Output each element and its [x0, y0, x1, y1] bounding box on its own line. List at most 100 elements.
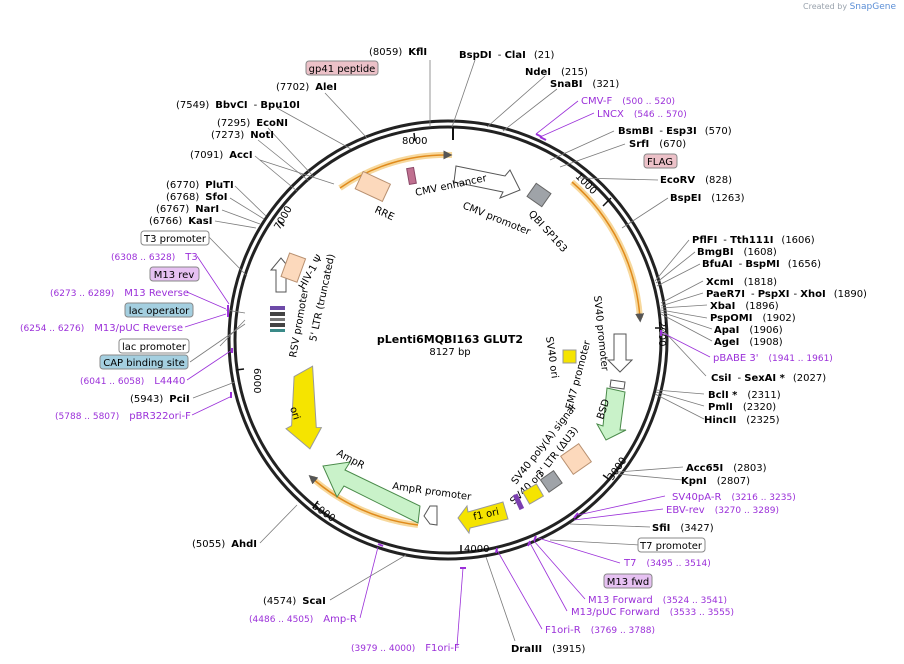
sv40-ori-inner-feature: [562, 349, 577, 364]
svg-text:F1ori-R(3769 .. 3788): F1ori-R(3769 .. 3788): [545, 625, 655, 636]
rsv-promoter-label: RSV promoter: [288, 287, 311, 358]
svg-text:(6766)KasI: (6766)KasI: [149, 216, 212, 227]
primer-t3: T3: [184, 252, 197, 263]
site-pluti: PluTI: [205, 180, 233, 191]
svg-text:(5943)PciI: (5943)PciI: [130, 394, 190, 405]
svg-text:(7273)NotI: (7273)NotI: [211, 130, 274, 141]
site-draiii: DraIII: [511, 644, 542, 655]
svg-text:PmlI(2320): PmlI(2320): [708, 402, 776, 413]
svg-text:(5055)AhdI: (5055)AhdI: [192, 539, 257, 550]
svg-text:BspEI(1263): BspEI(1263): [670, 193, 745, 204]
cap-binding-site-box: CAP binding site: [103, 358, 185, 369]
site-bspei: BspEI: [670, 193, 701, 204]
f1-ori-label: f1 ori: [472, 507, 500, 523]
svg-text:SnaBI(321): SnaBI(321): [550, 79, 619, 90]
primer-m13-forward: M13 Forward: [588, 595, 653, 606]
svg-text:LNCX(546 .. 570): LNCX(546 .. 570): [597, 109, 687, 120]
ori-label: ori: [287, 406, 301, 422]
svg-text:(8059)KflI: (8059)KflI: [369, 47, 427, 58]
svg-text:SrfI(670): SrfI(670): [629, 139, 686, 150]
sv40-polya-feature: [539, 469, 563, 493]
primer-cmv-f: CMV-F: [581, 96, 612, 107]
svg-text:PaeR7I- PspXI- XhoI(1890): PaeR7I- PspXI- XhoI(1890): [706, 289, 867, 300]
site-sfoi: SfoI: [205, 192, 227, 203]
site-kfli: KflI: [408, 47, 427, 58]
sv40-ori2-marker: [512, 493, 525, 511]
gp41-marker: [406, 166, 417, 185]
svg-text:(7549)BbvCI- Bpu10I: (7549)BbvCI- Bpu10I: [176, 100, 300, 111]
site-scai: ScaI: [302, 596, 326, 607]
svg-text:BclI *(2311): BclI *(2311): [708, 390, 781, 401]
svg-text:(5788 .. 5807)pBR322ori-F: (5788 .. 5807)pBR322ori-F: [55, 411, 191, 422]
primer-f1ori-f: F1ori-F: [425, 643, 460, 654]
site-hincii: HincII: [704, 415, 736, 426]
site-xcmi: XcmI: [706, 277, 734, 288]
svg-text:(7702)AleI: (7702)AleI: [276, 82, 337, 93]
primer-sv40pa-r: SV40pA-R: [672, 492, 721, 503]
backbone-inner-circle: [233, 125, 663, 555]
svg-text:(4574)ScaI: (4574)ScaI: [263, 596, 326, 607]
tick-marks: [235, 132, 663, 553]
f1-ori-feature: [457, 501, 509, 535]
svg-text:(6770)PluTI: (6770)PluTI: [166, 180, 234, 191]
svg-text:(4486 .. 4505)Amp-R: (4486 .. 4505)Amp-R: [249, 614, 357, 625]
ltr5-feature: [280, 252, 307, 283]
cmv-enhancer-feature: [453, 165, 521, 199]
svg-text:EcoRV(828): EcoRV(828): [660, 175, 732, 186]
site-srfi: SrfI: [629, 139, 649, 150]
svg-text:M13 Forward(3524 .. 3541): M13 Forward(3524 .. 3541): [588, 595, 727, 606]
site-pspomi: PspOMI: [710, 313, 752, 324]
svg-text:NdeI(215): NdeI(215): [525, 67, 588, 78]
site-bspdi: BspDI: [459, 50, 492, 61]
site-kpni: KpnI: [681, 476, 707, 487]
svg-text:BspDI- ClaI(21): BspDI- ClaI(21): [459, 50, 554, 61]
svg-text:(6041 .. 6058)L4440: (6041 .. 6058)L4440: [80, 376, 185, 387]
svg-text:pBABE 3'(1941 .. 1961): pBABE 3'(1941 .. 1961): [713, 353, 833, 364]
svg-text:KpnI(2807): KpnI(2807): [681, 476, 750, 487]
primer-m13-puc-forward: M13/pUC Forward: [571, 607, 660, 618]
t7-promoter-box: T7 promoter: [639, 541, 703, 552]
gp41-box: gp41 peptide: [309, 64, 376, 75]
sv40-ori2-feature: [521, 483, 545, 505]
svg-text:PflFI- Tth111I(1606): PflFI- Tth111I(1606): [692, 235, 815, 246]
site-snabi: SnaBI: [550, 79, 582, 90]
plasmid-name: pLenti6MQBI163 GLUT2: [377, 333, 523, 346]
site-pmli: PmlI: [708, 402, 733, 413]
tick-label-6000: 6000: [251, 368, 262, 393]
snapgene-logo: SnapGene: [849, 2, 896, 12]
primer-pbabe3: pBABE 3': [713, 353, 759, 364]
svg-text:Acc65I(2803): Acc65I(2803): [686, 463, 767, 474]
t3-promoter-box: T3 promoter: [143, 234, 207, 245]
bsd-feature: [595, 387, 627, 441]
site-bmgbi: BmgBI: [697, 247, 734, 258]
site-bbvci: BbvCI: [215, 100, 247, 111]
primer-marks: [227, 133, 662, 569]
svg-text:(6768)SfoI: (6768)SfoI: [166, 192, 227, 203]
svg-text:(6767)NarI: (6767)NarI: [156, 204, 219, 215]
site-acc65i: Acc65I: [686, 463, 723, 474]
svg-text:CMV-F(500 .. 520): CMV-F(500 .. 520): [581, 96, 675, 107]
boxed-labels: gp41 peptide FLAG T7 promoter M13 fwd T3…: [99, 60, 706, 589]
svg-text:SfiI(3427): SfiI(3427): [652, 523, 714, 534]
primer-f1ori-r: F1ori-R: [545, 625, 581, 636]
credit-label: Created by SnapGene: [803, 2, 896, 12]
site-xbai: XbaI: [710, 301, 735, 312]
ampr-promoter-feature: [423, 505, 438, 526]
svg-text:AgeI(1908): AgeI(1908): [714, 337, 783, 348]
svg-text:M13/pUC Forward(3533 .. 3555): M13/pUC Forward(3533 .. 3555): [571, 607, 734, 618]
lac-promoter-box: lac promoter: [122, 342, 187, 353]
svg-text:(3979 .. 4000)F1ori-F: (3979 .. 4000)F1ori-F: [351, 643, 460, 654]
svg-text:BsmBI- Esp3I(570): BsmBI- Esp3I(570): [618, 126, 732, 137]
site-pcii: PciI: [169, 394, 189, 405]
site-clai: ClaI: [505, 50, 526, 61]
tick-label-4000: 4000: [464, 544, 489, 555]
plasmid-size: 8127 bp: [429, 347, 470, 358]
ampr-feature: [322, 461, 421, 524]
site-noti: NotI: [250, 130, 274, 141]
site-ndei: NdeI: [525, 67, 551, 78]
primer-leader-lines: [184, 100, 711, 647]
tick-label-8000: 8000: [402, 136, 427, 147]
site-ecorv: EcoRV: [660, 175, 695, 186]
primer-labels: CMV-F(500 .. 520) LNCX(546 .. 570) pBABE…: [20, 96, 833, 654]
